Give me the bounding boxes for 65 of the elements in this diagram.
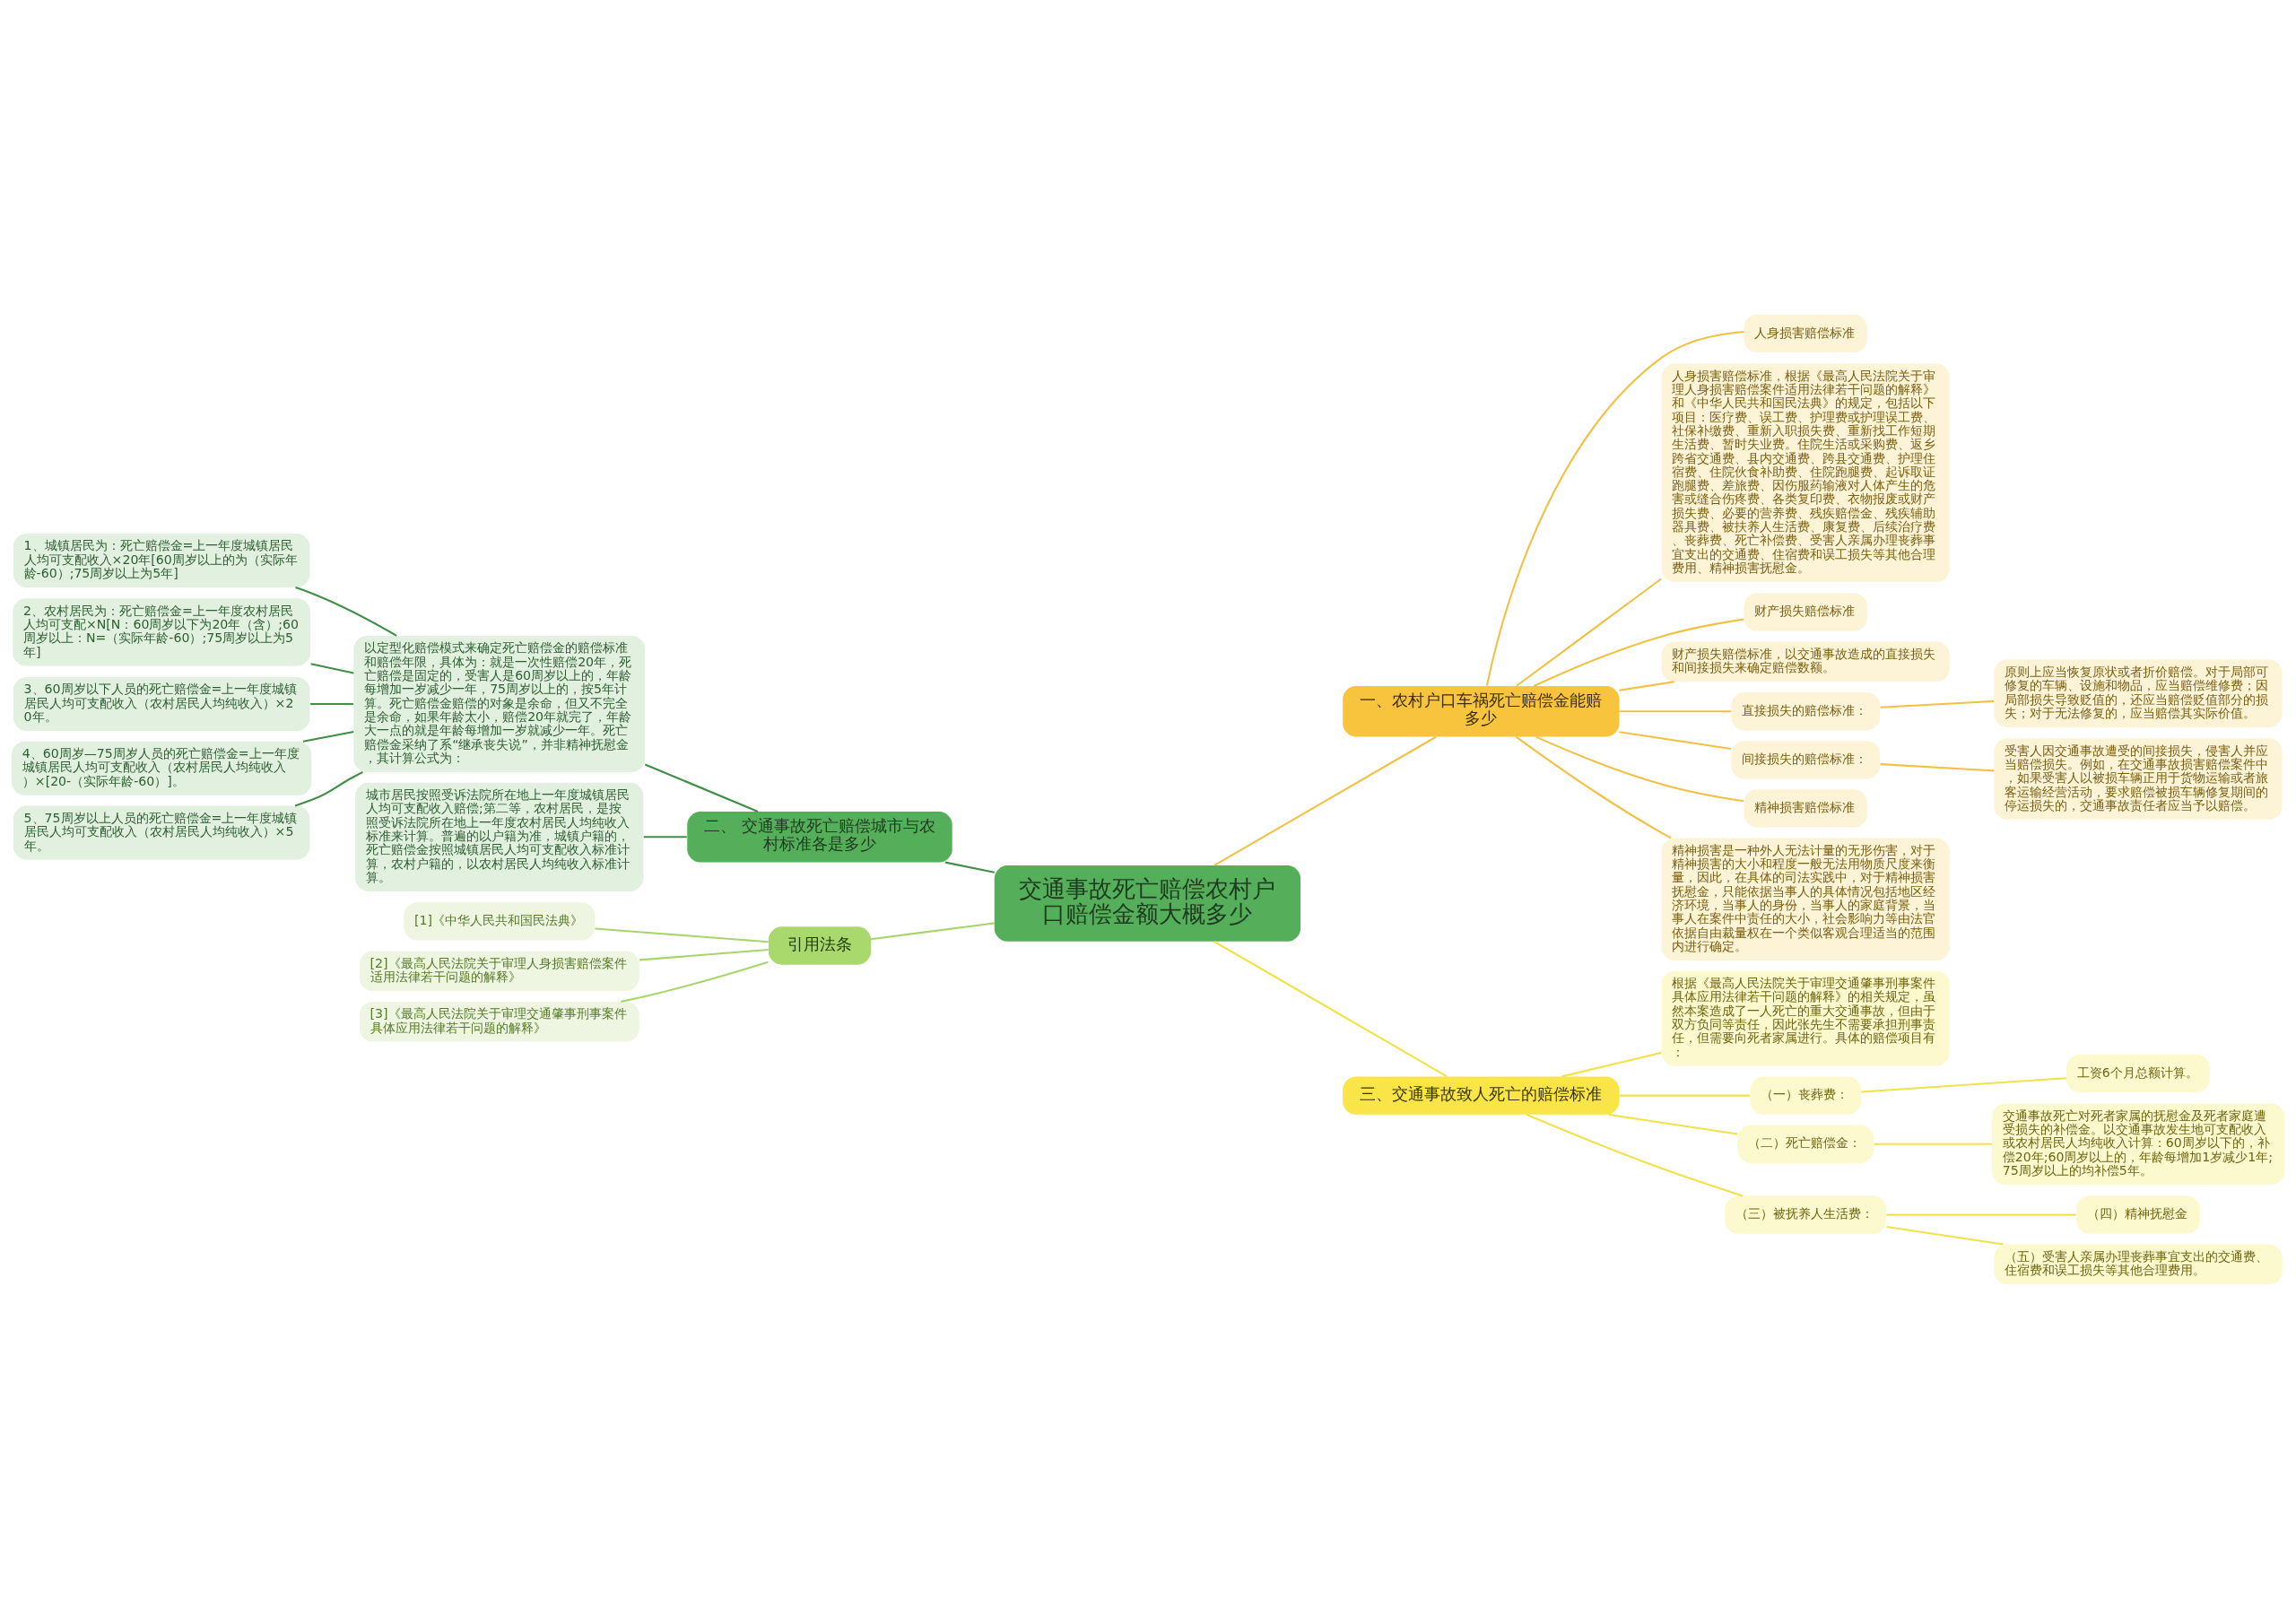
node-box: 根据《最高人民法院关于审理交通肇事刑事案件具体应用法律若干问题的解释》的相关规定，虽然本案造成了一人死亡的重大交通事故，但由于双方负同等责任，因此张先生不需要承担刑事责任，但需要向死者家属进行。具体的赔偿项目有：: [1661, 970, 1950, 1066]
node-box: （三）被抚养人生活费：: [1725, 1195, 1887, 1234]
node-box: 受害人因交通事故遭受的间接损失，侵害人并应当赔偿损失。例如，在交通事故损害赔偿案件中，如果受害人以被损车辆正用于货物运输或者旅客运输经营活动，要求赔偿被损车辆修复期间的停运损失的，交通事故责任者应当予以赔偿。: [1994, 738, 2283, 820]
connector: [295, 586, 397, 637]
connector: [643, 836, 687, 839]
connector: [1561, 1051, 1662, 1078]
node-box: [3]《最高人民法院关于审理交通肇事刑事案件具体应用法律若干问题的解释》: [359, 1001, 639, 1042]
connector: [1874, 1143, 1992, 1145]
connector: [1886, 1213, 2076, 1216]
connector: [1533, 618, 1744, 687]
connector: [1526, 1113, 1744, 1197]
connector: [302, 730, 354, 743]
connector: [1515, 735, 1672, 839]
node-box: [1]《中华人民共和国民法典》: [404, 902, 596, 941]
connector: [1619, 710, 1732, 713]
node-box: 一、农村户口车祸死亡赔偿金能赔多少: [1343, 686, 1620, 737]
node-box: 以定型化赔偿模式来确定死亡赔偿金的赔偿标准和赔偿年限，具体为：就是一次性赔偿20年，死亡赔偿是固定的，受害人是60周岁以上的，年龄每增加一岁减少一年，75周岁以上的，按5年计算。死亡赔偿金赔偿的对象是余命，但又不完全是余命，如果年龄太小，赔偿20年就完了，年龄大一点的就是年龄每增加一岁就减少一年。死亡赔偿金采纳了系“继承丧失说”，并非精神抚慰金，其计算公式为：: [353, 636, 646, 772]
node-box: 人身损害赔偿标准，根据《最高人民法院关于审理人身损害赔偿案件适用法律若干问题的解释》和《中华人民共和国民法典》的规定，包括以下项目：医疗费、误工费、护理费或护理误工费、社保补缴费、重新入职损失费、重新找工作短期生活费、暂时失业费。住院生活或采购费、返乡跨省交通费、县内交通费、跨县交通费、护理住宿费、住院伙食补助费、住院跑腿费、起诉取证跑腿费、差旅费、因伤服药输液对人体产生的危害或缝合伤疼费、各类复印费、衣物报废或财产损失费、必要的营养费、残疾赔偿金、残疾辅助器具费、被扶养人生活费、康复费、后续治疗费、丧葬费、死亡补偿费、受害人亲属办理丧葬事宜支出的交通费、住宿费和误工损失等其他合理费用、精神损害抚慰金。: [1661, 363, 1950, 583]
node-box: 人身损害赔偿标准: [1744, 314, 1868, 353]
node-box: 三、交通事故致人死亡的赔偿标准: [1343, 1076, 1620, 1115]
node-box: 精神损害是一种外人无法计量的无形伤害，对于精神损害的大小和程度一般无法用物质尺度来衡量，因此，在具体的司法实践中，对于精神损害抚慰金，只能依据当事人的具体情况包括地区经济环境，当事人的身份，当事人的家庭背景，当事人在案件中责任的大小，社会影响力等由法官依据自由裁量权在一个类似客观合理适当的范围内进行确定。: [1661, 838, 1950, 960]
node-box: 直接损失的赔偿标准：: [1731, 692, 1881, 731]
connector: [644, 763, 759, 813]
connector: [1886, 1225, 2004, 1246]
node-box: 交通事故死亡赔偿农村户口赔偿金额大概多少: [994, 865, 1301, 942]
connector: [1861, 1077, 2066, 1093]
node-box: （四）精神抚慰金: [2076, 1195, 2200, 1234]
connector: [1608, 1113, 1738, 1135]
connector: [621, 960, 769, 1003]
node-box: （二）死亡赔偿金：: [1737, 1125, 1874, 1163]
node-box: 交通事故死亡对死者家属的抚慰金及死者家庭遭受损失的补偿金。以交通事故发生地可支配收入或农村居民人均纯收入计算：60周岁以下的，补偿20年;60周岁以上的，年龄每增加1岁减少1年;75周岁以上的均补偿5年。: [1991, 1103, 2284, 1186]
node-box: 2、农村居民为：死亡赔偿金=上一年度农村居民人均可支配×N[N：60周岁以下为20年（含）;60周岁以上：N=（实际年龄-60）;75周岁以上为5年]: [13, 598, 311, 666]
node-box: 1、城镇居民为：死亡赔偿金=上一年度城镇居民人均可支配收入×20年[60周岁以上的为（实际年龄-60）;75周岁以上为5年]: [13, 533, 310, 587]
node-box: 财产损失赔偿标准，以交通事故造成的直接损失和间接损失来确定赔偿数额。: [1661, 641, 1950, 682]
node-box: [2]《最高人民法院关于审理人身损害赔偿案件适用法律若干问题的解释》: [359, 951, 639, 992]
connector: [1619, 1094, 1751, 1097]
node-box: 间接损失的赔偿标准：: [1731, 741, 1881, 779]
connector: [294, 770, 363, 807]
node-box: 财产损失赔偿标准: [1744, 593, 1868, 631]
connector: [1880, 763, 1995, 772]
connector: [310, 702, 353, 706]
connector: [1535, 735, 1744, 803]
node-box: 精神损害赔偿标准: [1744, 789, 1868, 828]
connector: [310, 663, 354, 674]
connector: [1619, 731, 1732, 751]
connector: [1485, 330, 1744, 686]
connector: [1213, 735, 1437, 866]
node-box: 二、 交通事故死亡赔偿城市与农村标准各是多少: [687, 812, 952, 863]
node-box: （一）丧葬费：: [1750, 1076, 1861, 1115]
connector: [1880, 700, 1995, 708]
node-box: 城市居民按照受诉法院所在地上一年度城镇居民人均可支配收入赔偿;第二等，农村居民，是按照受诉法院所在地上一年度农村居民人均纯收入标准来计算。普遍的以户籍为准，城镇户籍的，死亡赔偿金按照城镇居民人均可支配收入标准计算，农村户籍的，以农村居民人均纯收入标准计算。: [355, 782, 644, 891]
connector: [1213, 941, 1448, 1078]
connector: [944, 861, 995, 873]
node-box: 原则上应当恢复原状或者折价赔偿。对于局部可修复的车辆、设施和物品，应当赔偿维修费；因局部损失导致贬值的，还应当赔偿贬值部分的损失；对于无法修复的，应当赔偿其实际价值。: [1994, 659, 2283, 727]
node-box: 引用法条: [768, 926, 872, 965]
node-box: 3、60周岁以下人员的死亡赔偿金=上一年度城镇居民人均可支配收入（农村居民人均纯收入）×20年。: [13, 677, 310, 731]
connector: [595, 927, 769, 943]
node-box: （五）受害人亲属办理丧葬事宜支出的交通费、住宿费和误工损失等其他合理费用。: [1994, 1244, 2283, 1285]
connector: [870, 922, 995, 941]
connector: [1619, 681, 1674, 691]
connector: [639, 948, 769, 961]
node-box: 4、60周岁—75周岁人员的死亡赔偿金=上一年度城镇居民人均可支配收入（农村居民人均纯收入）×[20-（实际年龄-60）]。: [12, 741, 312, 795]
connector: [1516, 578, 1662, 687]
node-box: 工资6个月总额计算。: [2066, 1054, 2210, 1093]
node-box: 5、75周岁以上人员的死亡赔偿金=上一年度城镇居民人均可支配收入（农村居民人均纯收入）×5年。: [13, 805, 310, 860]
